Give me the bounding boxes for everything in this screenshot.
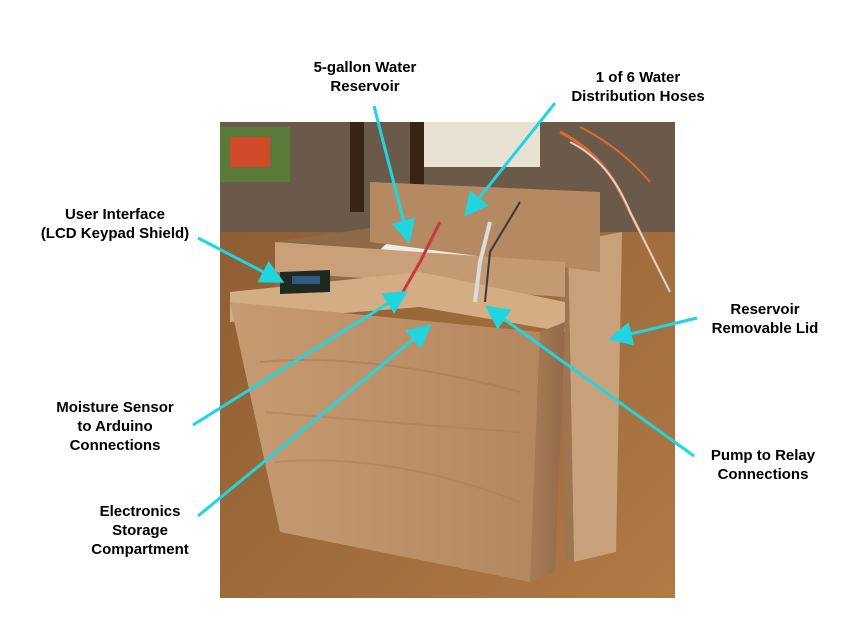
label-pump-relay: Pump to Relay Connections: [710, 447, 816, 483]
label-hoses: 1 of 6 Water Distribution Hoses: [571, 69, 705, 105]
removable-lid: [568, 232, 622, 562]
label-reservoir: 5-gallon Water Reservoir: [313, 59, 417, 95]
label-moisture-sensor: Moisture Sensor to Arduino Connections: [56, 399, 174, 454]
label-user-interface: User Interface (LCD Keypad Shield): [40, 206, 190, 242]
label-removable-lid: Reservoir Removable Lid: [711, 301, 819, 337]
planter-box-photo: [220, 122, 675, 598]
wall: [420, 122, 540, 167]
label-electronics-storage: Electronics Storage Compartment: [91, 503, 189, 558]
chair-leg: [350, 122, 364, 212]
